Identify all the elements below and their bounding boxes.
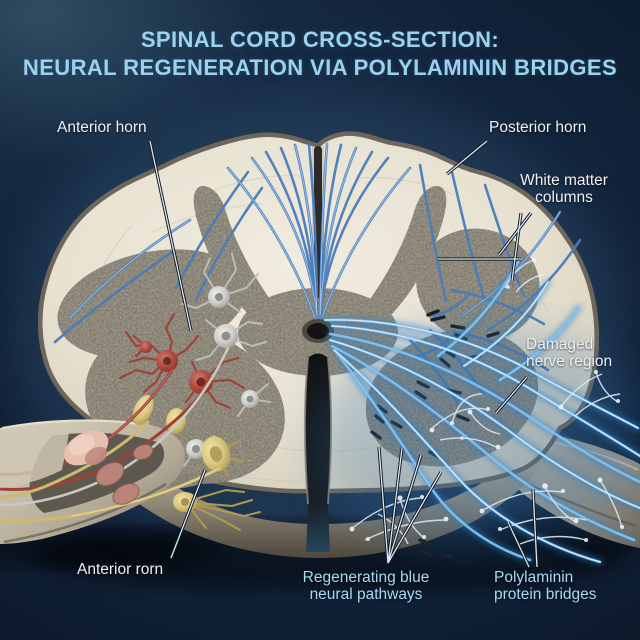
label-damaged-nerve-region-line2: nerve region bbox=[526, 352, 613, 370]
label-posterior-horn-text: Posterior horn bbox=[489, 119, 587, 136]
gray-neuron-somas bbox=[186, 286, 259, 459]
lattice-cluster bbox=[479, 479, 623, 545]
label-anterior-rorn-text: Anterior rorn bbox=[77, 561, 164, 578]
label-damaged-nerve-region-line1: Damaged bbox=[526, 336, 594, 353]
label-posterior-horn: Posterior horn bbox=[489, 119, 587, 137]
label-damaged-nerve-region: Damaged nerve region bbox=[526, 336, 613, 370]
leader-lines bbox=[148, 139, 539, 568]
polylaminin-lattice bbox=[349, 258, 624, 545]
label-regenerating-pathways-line1: Regenerating blue bbox=[302, 569, 430, 586]
label-regenerating-pathways: Regenerating blue neural pathways bbox=[291, 569, 441, 603]
label-white-matter-columns: White matter columns bbox=[512, 172, 616, 206]
root-ganglia bbox=[63, 430, 154, 505]
lattice-nodes bbox=[349, 258, 624, 542]
label-regenerating-pathways-line2: neural pathways bbox=[309, 585, 423, 603]
label-anterior-horn-text: Anterior horn bbox=[57, 119, 147, 136]
label-polylaminin-bridges-line2: protein bridges bbox=[494, 585, 597, 603]
lattice-cluster bbox=[429, 393, 501, 449]
figure-title: SPINAL CORD CROSS-SECTION: NEURAL REGENE… bbox=[0, 26, 640, 82]
figure-title-line2: NEURAL REGENERATION VIA POLYLAMININ BRID… bbox=[22, 55, 618, 80]
label-white-matter-columns-line1: White matter bbox=[520, 172, 608, 189]
label-white-matter-columns-line2: columns bbox=[535, 188, 593, 206]
label-polylaminin-bridges-line1: Polylaminin bbox=[494, 569, 574, 586]
label-anterior-horn: Anterior horn bbox=[57, 119, 147, 137]
label-polylaminin-bridges: Polylaminin protein bridges bbox=[494, 569, 597, 603]
label-anterior-rorn: Anterior rorn bbox=[77, 561, 164, 579]
figure-title-line1: SPINAL CORD CROSS-SECTION: bbox=[140, 27, 500, 52]
lattice-cluster bbox=[504, 259, 621, 417]
root-sheath-overlay bbox=[0, 425, 70, 488]
central-canal bbox=[302, 319, 334, 343]
